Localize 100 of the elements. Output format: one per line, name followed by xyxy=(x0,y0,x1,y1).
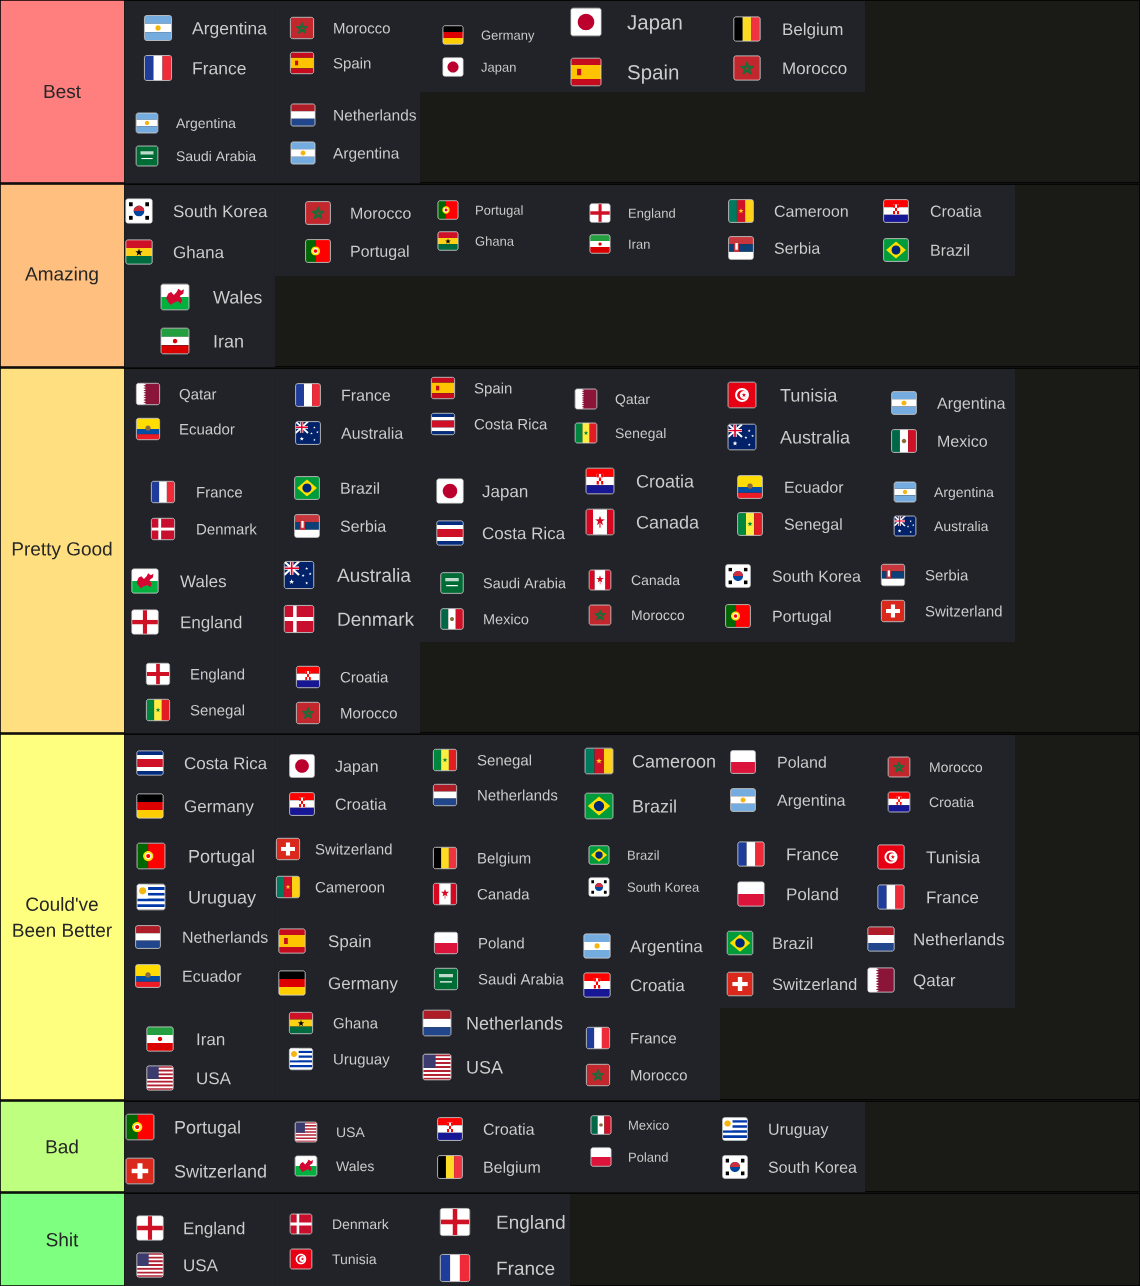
node-label: Saudi Arabia xyxy=(483,577,566,589)
node-label: England xyxy=(181,615,242,632)
node-label: Wales xyxy=(180,574,226,588)
item-tile: Croatia Brazil xyxy=(870,185,1015,276)
node-label: Netherlands xyxy=(334,109,416,121)
node-label: Costa Rica xyxy=(474,418,548,430)
node-label: Canada xyxy=(631,574,681,586)
node-label: Argentina xyxy=(333,147,400,162)
node-label: Ghana xyxy=(173,245,225,259)
item-tile: Wales England xyxy=(125,551,275,642)
node-label: Croatia xyxy=(483,1123,535,1135)
item-tile: Serbia Switzerland xyxy=(870,551,1015,642)
node-label: Morocco xyxy=(341,708,397,719)
item-tile: Morocco Portugal xyxy=(275,185,422,276)
item-tile: Portugal Ghana xyxy=(422,185,565,276)
node-label: Denmark xyxy=(333,1218,389,1230)
node-label: Uruguay xyxy=(334,1054,390,1068)
node-label: Netherlands xyxy=(478,789,558,801)
node-label: Serbia xyxy=(925,569,969,581)
item-tile: Canada Morocco xyxy=(570,551,715,642)
node-label: Croatia xyxy=(930,205,982,217)
node-label: Poland xyxy=(629,1152,668,1162)
node-label: Japan xyxy=(482,485,528,501)
node-label: Switzerland xyxy=(174,1164,266,1178)
node-label: Poland xyxy=(787,887,838,901)
node-label: Senegal xyxy=(784,518,842,534)
node-label: Tunisia xyxy=(780,388,838,402)
item-tile: Poland Saudi Arabia xyxy=(420,917,570,1008)
node-label: Spain xyxy=(627,64,679,84)
node-label: Saudi Arabia xyxy=(478,973,564,985)
node-label: Australia xyxy=(337,568,411,583)
item-tile: Croatia Morocco xyxy=(275,642,420,733)
item-tile: Brazil Serbia xyxy=(275,460,420,551)
node-label: Tunisia xyxy=(332,1253,377,1265)
item-tile: South Korea Portugal xyxy=(715,551,870,642)
node-label: Cameroon xyxy=(632,754,715,768)
item-tile: France Australia xyxy=(275,369,420,460)
item-tile: Denmark Tunisia xyxy=(275,1194,420,1286)
node-label: Portugal xyxy=(189,849,254,867)
node-label: Brazil xyxy=(931,244,969,256)
node-label: Morocco xyxy=(334,23,390,34)
node-label: Ecuador xyxy=(183,970,242,982)
node-label: Denmark xyxy=(338,612,415,627)
node-label: USA xyxy=(197,1072,231,1085)
node-label: Argentina xyxy=(176,117,236,131)
item-tile: Poland Argentina xyxy=(720,735,865,826)
node-label: Ghana xyxy=(333,1017,379,1029)
node-label: Belgium xyxy=(478,852,531,867)
node-label: Saudi Arabia xyxy=(176,150,257,162)
node-label: Brazil xyxy=(773,936,813,950)
item-tile: Costa Rica Germany xyxy=(125,735,275,826)
node-label: Netherlands xyxy=(467,1016,563,1030)
node-label: Japan xyxy=(335,760,378,776)
node-label: Croatia xyxy=(929,796,975,808)
item-tile: Iran USA xyxy=(125,1008,275,1100)
node-label: Germany xyxy=(481,30,535,43)
node-label: Croatia xyxy=(335,798,387,810)
item-tile: Argentina Australia xyxy=(870,460,1015,551)
node-label: Serbia xyxy=(774,242,821,254)
node-label: Denmark xyxy=(197,523,257,535)
node-label: Senegal xyxy=(190,704,245,719)
node-label: Iran xyxy=(197,1033,225,1046)
node-label: Japan xyxy=(481,62,516,75)
node-label: Mexico xyxy=(938,435,987,447)
node-label: Cameroon xyxy=(315,881,385,893)
item-tile: Argentina Croatia xyxy=(570,917,720,1008)
item-tile: Uruguay South Korea xyxy=(710,1102,865,1192)
item-tile: Croatia Belgium xyxy=(420,1102,570,1192)
node-label: Qatar xyxy=(615,394,650,407)
item-tile: Mexico Poland xyxy=(570,1102,710,1192)
node-label: France xyxy=(497,1261,555,1276)
item-tile: South Korea Ghana xyxy=(125,185,275,276)
node-label: France xyxy=(342,389,391,401)
item-tile: England USA xyxy=(125,1194,275,1286)
node-label: Ecuador xyxy=(180,423,235,435)
node-label: England xyxy=(184,1221,245,1238)
node-label: Portugal xyxy=(351,245,409,261)
item-tile: Brazil Switzerland xyxy=(720,917,865,1008)
item-tile: England Iran xyxy=(565,185,720,276)
node-label: Morocco xyxy=(783,62,847,75)
node-label: South Korea xyxy=(768,1161,857,1173)
node-label: Morocco xyxy=(631,1070,687,1081)
item-tile: USA Wales xyxy=(280,1102,420,1192)
node-label: Iran xyxy=(629,239,650,249)
node-label: South Korea xyxy=(173,204,268,218)
node-label: Poland xyxy=(778,756,826,768)
node-label: Morocco xyxy=(351,207,411,219)
node-label: Argentina xyxy=(630,939,703,956)
node-label: Serbia xyxy=(340,520,387,532)
node-label: Netherlands xyxy=(183,931,268,943)
item-tile: Morocco Spain xyxy=(275,1,425,92)
node-label: Germany xyxy=(184,800,254,816)
item-tile: Spain Costa Rica xyxy=(420,369,565,460)
item-tile: Switzerland Cameroon xyxy=(275,826,420,917)
item-tile: Ghana Uruguay xyxy=(275,1008,420,1100)
node-label: Costa Rica xyxy=(482,526,566,540)
node-label: Germany xyxy=(328,977,398,993)
item-tile: Argentina Saudi Arabia xyxy=(125,92,275,183)
node-label: Switzerland xyxy=(315,843,392,855)
node-label: Croatia xyxy=(636,474,695,488)
